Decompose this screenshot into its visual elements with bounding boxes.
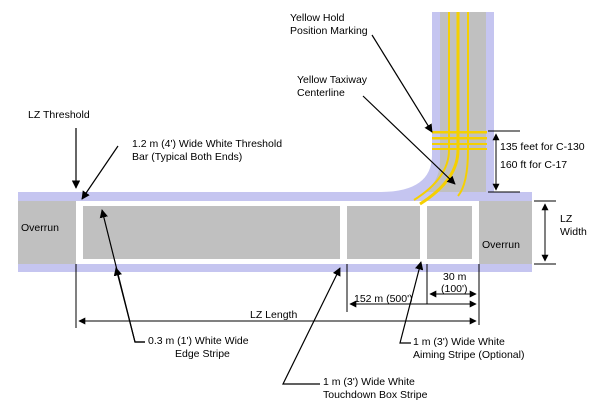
aiming-stripe-label-line2: Aiming Stripe (Optional) [413,349,524,361]
lz-width-label-line1: LZ [560,213,573,225]
overrun-area-left [18,201,76,264]
lz-length-label: LZ Length [250,309,297,321]
aiming-stripe-label-line1: 1 m (3') Wide White [413,336,505,348]
touchdown-label-line1: 1 m (3') Wide White [323,376,415,388]
taxiway-pavement [390,12,486,202]
taxiway-centerline-label-line2: Centerline [297,87,345,99]
threshold-bar-left [76,201,83,264]
taxiway-centerline-label-line1: Yellow Taxiway [297,74,368,86]
aiming-stripe [420,201,427,264]
edge-stripe-top [76,201,479,206]
edge-stripe-label-line1: 0.3 m (1') White Wide [148,335,249,347]
taxiway-edge-line-outer [457,12,469,197]
taxiway-edge-line-inner [413,12,450,201]
hold-position-label-line1: Yellow Hold [290,12,345,24]
edge-stripe-label-line2: Edge Stripe [175,348,230,360]
touchdown-box-stripe [340,201,347,264]
threshold-bar-label-line2: Bar (Typical Both Ends) [132,151,242,163]
hold-distance-label-line2: 160 ft for C-17 [500,159,567,171]
overrun-left-label: Overrun [21,222,59,234]
dimension-lines [75,130,556,328]
runway-pavement [18,201,532,264]
dist-30m-label-line2: (100') [441,283,468,295]
taxiway-centerline [419,12,460,206]
taxiway-markings [413,12,487,206]
labels: Yellow Hold Position Marking Yellow Taxi… [21,12,587,401]
leader-lines [71,34,456,385]
runway-stripes [76,201,479,264]
lz-threshold-label: LZ Threshold [28,109,90,121]
overrun-right-label: Overrun [482,239,520,251]
dist-152m-label: 152 m (500') [354,293,413,305]
hold-distance-label-line1: 135 feet for C-130 [500,141,585,153]
threshold-bar-label-line1: 1.2 m (4') Wide White Threshold [132,138,282,150]
touchdown-label-line2: Touchdown Box Stripe [323,389,428,401]
edge-stripe-bottom [76,259,479,264]
dist-30m-label-line1: 30 m [443,271,467,283]
hold-position-marking [432,131,487,150]
lz-width-label-line2: Width [560,226,587,238]
threshold-bar-right [472,201,479,264]
overrun-area-right [478,201,532,264]
hold-position-label-line2: Position Marking [290,25,368,37]
